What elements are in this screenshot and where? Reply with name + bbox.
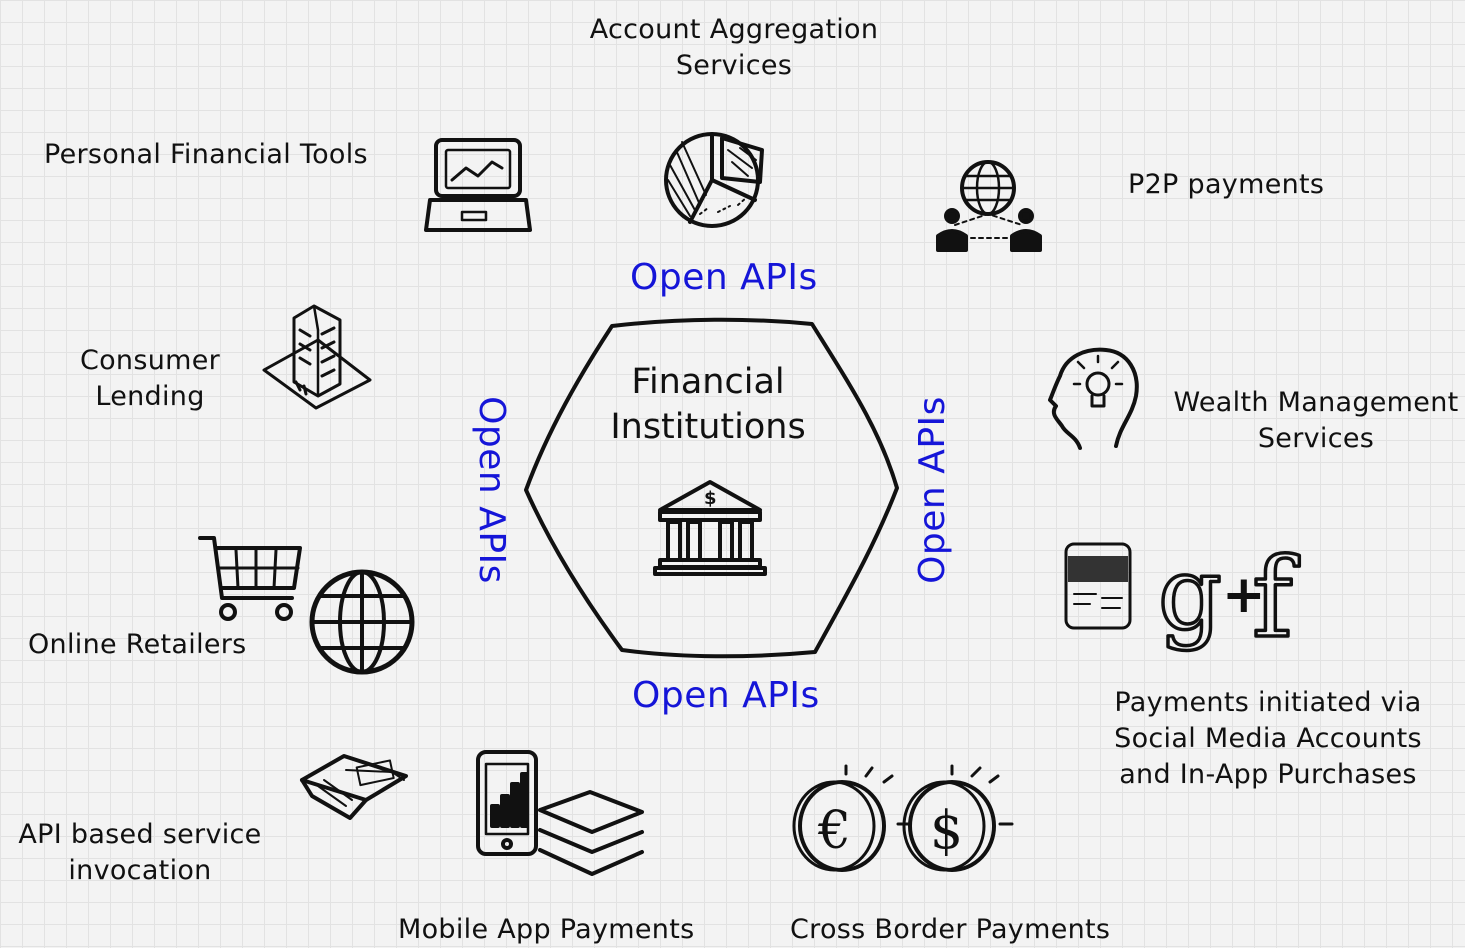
head-lightbulb-icon (1048, 347, 1139, 450)
label-mobile-app-payments: Mobile App Payments (398, 912, 694, 948)
label-line: Account Aggregation (589, 14, 879, 45)
label-p2p-payments: P2P payments (1128, 167, 1324, 203)
label-line: P2P payments (1128, 169, 1325, 200)
coins-icon: € $ (792, 764, 1014, 872)
label-line: and In-App Purchases (1119, 759, 1417, 790)
label-line: invocation (68, 855, 212, 886)
label-consumer-lending: Consumer Lending (70, 343, 230, 415)
social-logos-icon: g + f (1156, 532, 1302, 664)
label-line: Social Media Accounts (1114, 723, 1422, 754)
card-icon (1064, 542, 1132, 630)
globe-people-icon (936, 160, 1042, 252)
label-line: API based service (18, 819, 262, 850)
label-line: Services (1257, 423, 1375, 454)
center-hexagon (524, 317, 899, 659)
label-line: Mobile App Payments (398, 914, 695, 945)
svg-text:$: $ (930, 801, 963, 861)
svg-text:g: g (1158, 535, 1222, 652)
svg-text:€: € (817, 801, 851, 861)
label-line: Wealth Management (1173, 387, 1459, 418)
label-line: Consumer (79, 345, 221, 376)
svg-text:f: f (1252, 534, 1300, 662)
shopping-cart-icon (198, 536, 302, 621)
center-title: Financial Institutions (568, 360, 848, 450)
label-cross-border-payments: Cross Border Payments (790, 912, 1110, 948)
laptop-chart-icon (424, 138, 532, 232)
label-line: Services (675, 50, 793, 81)
label-line: Lending (95, 381, 205, 412)
label-personal-financial-tools: Personal Financial Tools (44, 137, 368, 173)
open-apis-top: Open APIs (630, 257, 818, 298)
layers-icon (538, 790, 644, 876)
label-line: Cross Border Payments (790, 914, 1111, 945)
phone-icon (476, 750, 538, 856)
pie-chart-icon (664, 132, 764, 228)
label-line: Payments initiated via (1114, 687, 1422, 718)
globe-icon (309, 569, 415, 675)
open-apis-left: Open APIs (471, 396, 512, 584)
label-api-invocation: API based service invocation (10, 817, 270, 889)
label-online-retailers: Online Retailers (28, 627, 247, 663)
svg-text:+: + (1222, 565, 1266, 625)
open-apis-bottom: Open APIs (632, 675, 820, 716)
label-account-aggregation: Account Aggregation Services (584, 12, 884, 84)
label-line: Online Retailers (28, 629, 247, 660)
wallet-icon (300, 754, 408, 820)
label-wealth-management: Wealth Management Services (1172, 385, 1460, 457)
building-icon (262, 304, 372, 410)
center-title-line-1: Financial (631, 362, 785, 402)
label-line: Personal Financial Tools (44, 139, 368, 170)
label-social-payments: Payments initiated via Social Media Acco… (1098, 685, 1438, 793)
open-apis-right: Open APIs (912, 396, 953, 584)
center-title-line-2: Institutions (610, 407, 806, 447)
svg-text:$: $ (704, 488, 717, 509)
bank-icon: $ (653, 480, 767, 576)
